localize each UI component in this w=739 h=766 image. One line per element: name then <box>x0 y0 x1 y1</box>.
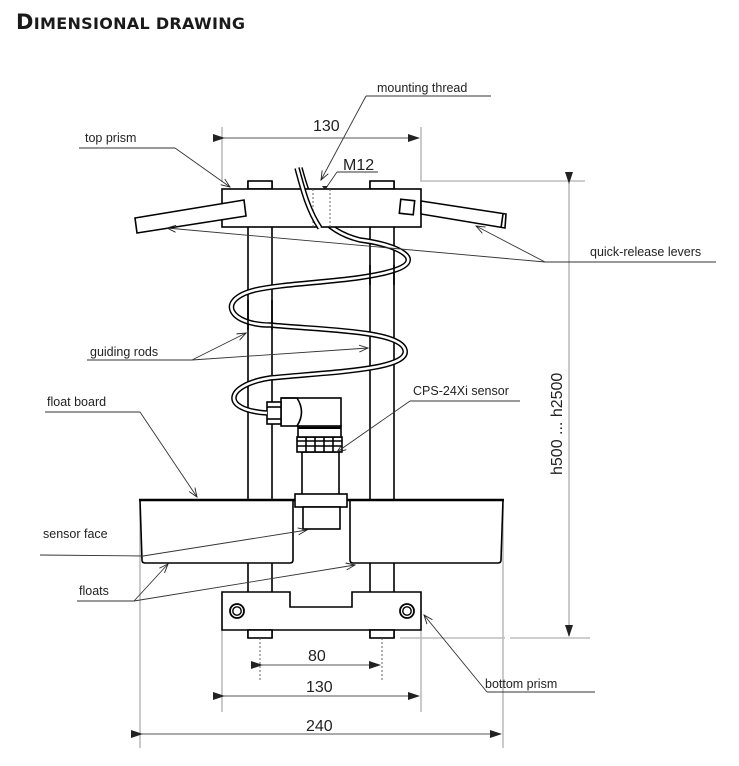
quick-release-levers <box>134 199 507 234</box>
label-bottom-prism: bottom prism <box>485 677 557 691</box>
label-guiding-rods: guiding rods <box>90 345 158 359</box>
title-initial: D <box>16 10 34 34</box>
callout-float-board: float board <box>45 395 197 497</box>
cps-24xi-sensor <box>266 397 348 530</box>
callout-cps-sensor: CPS-24Xi sensor <box>337 384 520 452</box>
label-m12: M12 <box>343 157 374 174</box>
title-rest: IMENSIONAL DRAWING <box>33 14 246 33</box>
label-floats: floats <box>79 584 109 598</box>
callout-top-prism: top prism <box>79 131 230 187</box>
label-float-board: float board <box>47 395 106 409</box>
callout-guiding-rods: guiding rods <box>87 333 368 361</box>
callout-bottom-prism: bottom prism <box>424 615 595 693</box>
label-cps-sensor: CPS-24Xi sensor <box>413 384 509 398</box>
dimension-bottom-130: 130 <box>213 679 420 700</box>
float-right <box>349 499 504 564</box>
label-quick-release-levers: quick-release levers <box>590 245 701 259</box>
dim-rod-spacing-text: 80 <box>308 648 326 665</box>
callout-quick-release-levers: quick-release levers <box>167 226 716 263</box>
dim-top-width-text: 130 <box>313 118 340 135</box>
top-prism <box>221 167 422 230</box>
dim-bottom-width-text: 130 <box>306 679 333 696</box>
float-left <box>139 499 294 564</box>
label-top-prism: top prism <box>85 131 136 145</box>
callout-sensor-face: sensor face <box>39 527 307 557</box>
dimension-80: 80 <box>251 648 381 669</box>
dimension-240: 240 <box>131 718 502 738</box>
dimension-height: h500 ... h2500 <box>549 172 573 637</box>
callout-m12: M12 <box>322 157 378 190</box>
callout-mounting-thread: mounting thread <box>321 81 491 180</box>
sensor-cable <box>228 167 411 416</box>
dim-height-text: h500 ... h2500 <box>549 373 566 475</box>
extension-lines <box>139 127 590 748</box>
rod-front-segments <box>247 265 395 330</box>
label-sensor-face: sensor face <box>43 527 108 541</box>
dim-overall-width-text: 240 <box>306 718 333 735</box>
label-mounting-thread: mounting thread <box>377 81 467 95</box>
callout-floats: floats <box>77 564 355 602</box>
dimension-top-130: 130 <box>213 118 420 142</box>
bottom-prism <box>221 591 422 639</box>
page-title: DIMENSIONAL DRAWING <box>16 10 245 34</box>
